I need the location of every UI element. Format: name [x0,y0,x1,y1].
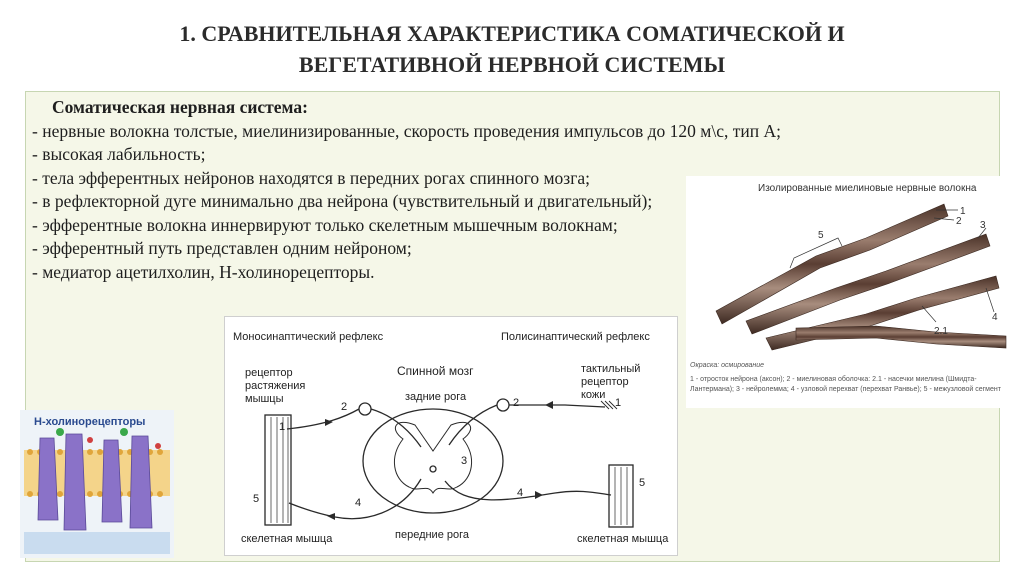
stretch-receptor-label: рецептор растяжения мышцы [245,367,306,405]
direction-arrows [325,401,553,520]
right-num-4: 4 [517,487,524,499]
left-afferent-fiber [286,408,360,430]
dorsal-horns-label: задние рога [405,391,467,403]
fiber-label-5: 5 [818,230,824,241]
body-text: Соматическая нервная система: - нервные … [32,96,792,284]
left-efferent-fiber [288,478,422,520]
body-line: - в рефлекторной дуге минимально два ней… [32,191,653,211]
left-num-5: 5 [253,493,260,505]
poly-reflex-title: Полисинаптический рефлекс [501,331,650,343]
right-efferent-fiber [444,480,612,501]
body-line: - высокая лабильность; [32,144,206,164]
skin-receptor-ending [600,400,618,410]
left-dorsal-root [370,408,422,448]
membrane-illustration [24,428,170,554]
right-num-3: 3 [461,455,468,467]
left-muscle-label: скелетная мышца [241,533,333,545]
right-num-1: 1 [615,397,622,409]
fiber-label-1: 1 [960,206,966,217]
myelinated-fibers-figure: 1 2 3 5 2.1 4 Изолированные миелиновые н… [686,176,1016,408]
cholinoreceptor-figure: Н-холинорецепторы [20,410,174,558]
fiber-1 [715,203,949,325]
fiber-label-2: 2 [956,216,962,227]
fibers-illustration: 1 2 3 5 2.1 4 [715,203,1007,351]
right-muscle-shape [608,464,634,528]
fiber-label-4: 4 [992,312,998,323]
left-muscle-shape [264,414,292,526]
left-num-2: 2 [341,401,348,413]
spinal-cord-outline [362,408,504,514]
slide-title-line-2: ВЕГЕТАТИВНОЙ НЕРВНОЙ СИСТЕМЫ [298,52,726,77]
fiber-leader-lines [789,209,995,323]
left-ganglion [358,402,372,416]
slide-title-line-1: 1. СРАВНИТЕЛЬНАЯ ХАРАКТЕРИСТИКА СОМАТИЧЕ… [179,21,845,46]
central-canal [429,465,437,473]
ventral-horns-label: передние рога [395,529,470,541]
right-afferent-fiber [509,404,606,408]
slide-title: 1. СРАВНИТЕЛЬНАЯ ХАРАКТЕРИСТИКА СОМАТИЧЕ… [0,18,1024,80]
fiber-4 [795,325,1007,349]
cytoplasm [24,532,170,554]
left-num-4: 4 [355,497,362,509]
receptor-proteins [37,433,153,531]
left-muscle-hatch [270,417,289,523]
right-muscle-hatch [614,467,628,525]
reflex-arc-figure: Моносинаптический рефлекс Полисинаптичес… [224,316,678,556]
right-muscle-label: скелетная мышца [577,533,669,545]
fiber-figure-title: Изолированные миелиновые нервные волокна [758,183,977,194]
fiber-stain-caption: Окраска: осмирование [690,362,765,369]
body-line: - нервные волокна толстые, миелинизирова… [32,120,781,141]
right-num-5: 5 [639,477,646,489]
spinal-cord-label: Спинной мозг [397,364,474,378]
body-line: - эфферентные волокна иннервируют только… [32,214,618,235]
reflex-arc-illustration [264,398,634,528]
mono-reflex-title: Моносинаптический рефлекс [233,331,384,343]
right-num-2: 2 [513,397,520,409]
right-dorsal-root [448,404,498,446]
body-line: - тела эфферентных нейронов находятся в … [32,167,591,188]
right-ganglion [496,398,510,412]
touch-receptor-label: тактильный рецептор кожи [581,363,641,401]
ligand-molecules [56,428,161,449]
fiber-label-2-1: 2.1 [934,326,948,337]
cholinoreceptor-title: Н-холинорецепторы [34,416,146,428]
body-line: - медиатор ацетилхолин, Н-холинорецептор… [32,261,375,282]
body-line: - эфферентный путь представлен одним ней… [32,238,412,258]
left-num-1: 1 [279,421,286,433]
fiber-2 [745,233,991,335]
gray-matter [394,421,472,494]
section-subtitle: Соматическая нервная система: [52,97,308,117]
fiber-label-3: 3 [980,220,986,231]
fiber-legend: 1 - отросток нейрона (аксон); 2 - миелин… [690,376,1001,393]
